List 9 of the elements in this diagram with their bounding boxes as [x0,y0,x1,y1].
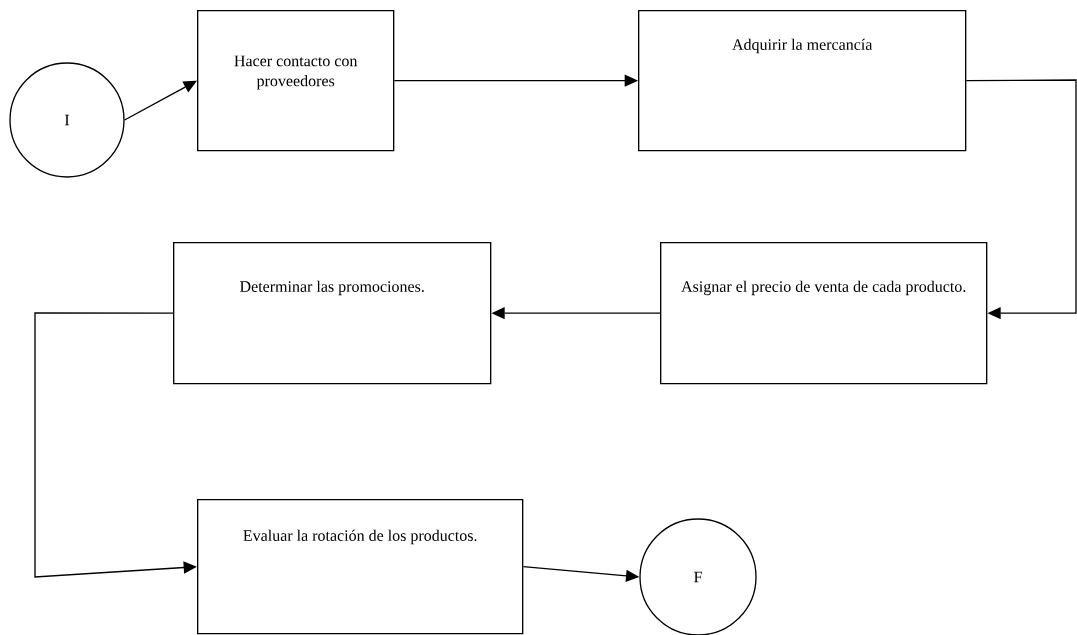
arrow [124,80,197,121]
process-box: Determinar las promociones. [173,242,492,385]
process-box: Hacer contacto con proveedores [197,10,395,152]
arrow [393,74,638,87]
arrow [965,79,1077,320]
process-box: Adquirir la mercancía [638,10,967,152]
process-box: Evaluar la rotación de los productos. [197,499,524,635]
process-box: Asignar el precio de venta de cada producto. [660,242,988,385]
arrow [34,312,197,578]
